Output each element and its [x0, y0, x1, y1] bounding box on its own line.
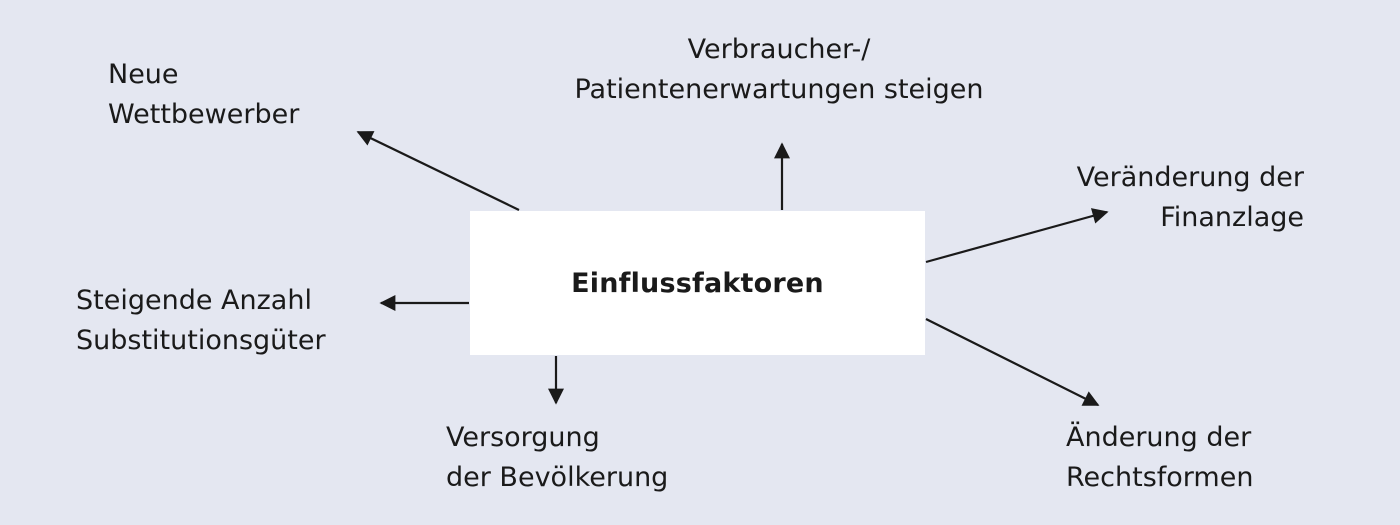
arrow-to-finanzlage	[925, 208, 1109, 264]
center-label: Einflussfaktoren	[571, 267, 824, 299]
factor-verbraucher: Verbraucher-/ Patientenerwartungen steig…	[551, 30, 1007, 110]
factor-line: Verbraucher-/	[687, 34, 871, 65]
factor-line: der Bevölkerung	[446, 462, 669, 493]
factor-neue-wettbewerber: Neue Wettbewerber	[108, 55, 299, 135]
factor-line: Steigende Anzahl	[76, 285, 312, 316]
factor-line: Finanzlage	[1160, 202, 1304, 233]
factor-line: Änderung der	[1066, 422, 1252, 453]
factor-line: Rechtsformen	[1066, 462, 1254, 493]
factor-substitution: Steigende Anzahl Substitutionsgüter	[76, 281, 326, 361]
factor-line: Wettbewerber	[108, 99, 300, 130]
center-box: Einflussfaktoren	[470, 211, 925, 355]
factor-line: Substitutionsgüter	[76, 325, 326, 356]
factor-line: Veränderung der	[1076, 162, 1304, 193]
factor-versorgung: Versorgung der Bevölkerung	[446, 418, 668, 498]
factor-line: Neue	[108, 59, 179, 90]
arrow-to-rechtsformen	[925, 318, 1100, 406]
factor-line: Patientenerwartungen steigen	[574, 74, 984, 105]
factor-line: Versorgung	[446, 422, 600, 453]
factor-finanzlage: Veränderung der Finanzlage	[1077, 158, 1304, 238]
factor-rechtsformen: Änderung der Rechtsformen	[1066, 418, 1253, 498]
arrow-to-neue-wettbewerber	[356, 131, 520, 211]
